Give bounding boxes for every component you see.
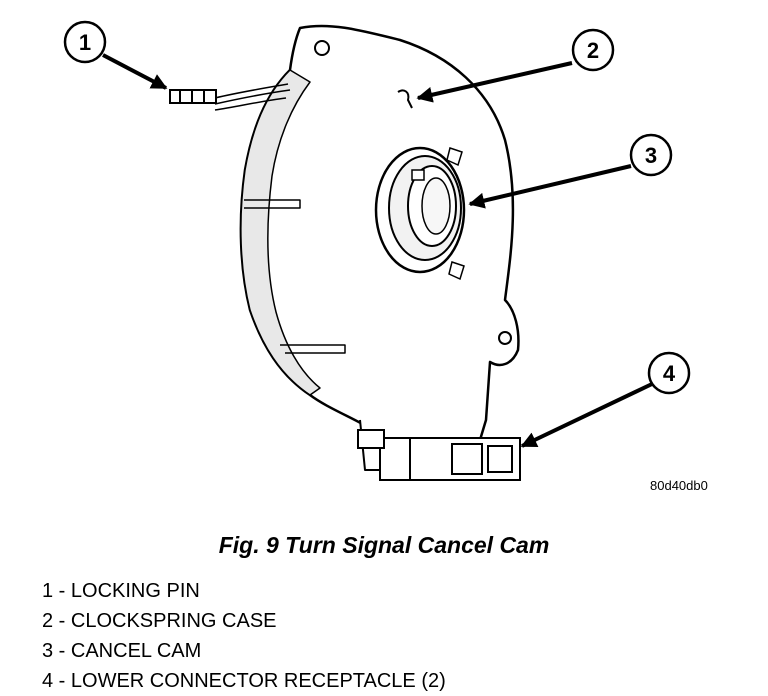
callout-circle [571, 28, 615, 72]
callout-circle [647, 351, 691, 395]
callout-2: 2 [571, 28, 615, 72]
leader-2 [416, 61, 573, 103]
callout-4: 4 [647, 351, 691, 395]
legend-item-clockspring-case: 2 - CLOCKSPRING CASE [42, 610, 277, 632]
callout-circle [63, 20, 107, 64]
legend: 1 - LOCKING PIN 2 - CLOCKSPRING CASE 3 -… [42, 576, 446, 696]
callout-circle [629, 133, 673, 177]
legend-item-locking-pin: 1 - LOCKING PIN [42, 580, 200, 602]
case-tab [397, 89, 413, 109]
figure-code: 80d40db0 [650, 478, 708, 493]
callout-number: 3 [645, 143, 657, 168]
locking-pin [169, 89, 217, 104]
cancel-cam [374, 146, 466, 281]
callout-number: 2 [587, 38, 599, 63]
locking-pin-wire [214, 83, 291, 111]
legend-item-lower-connector-receptacle: 4 - LOWER CONNECTOR RECEPTACLE (2) [42, 670, 446, 692]
callout-leaders [102, 53, 653, 448]
leader-1 [102, 53, 168, 90]
figure-caption: Fig. 9 Turn Signal Cancel Cam [218, 532, 550, 558]
callout-1: 1 [63, 20, 107, 64]
legend-item-cancel-cam: 3 - CANCEL CAM [42, 640, 202, 662]
callout-number: 4 [663, 361, 676, 386]
clockspring-case [239, 24, 520, 471]
clockspring-diagram: 1 2 3 4 [63, 20, 691, 481]
callout-3: 3 [629, 133, 673, 177]
leader-4 [520, 382, 653, 448]
callout-number: 1 [79, 30, 91, 55]
leader-3 [468, 164, 632, 209]
lower-connector-receptacle [357, 429, 521, 481]
